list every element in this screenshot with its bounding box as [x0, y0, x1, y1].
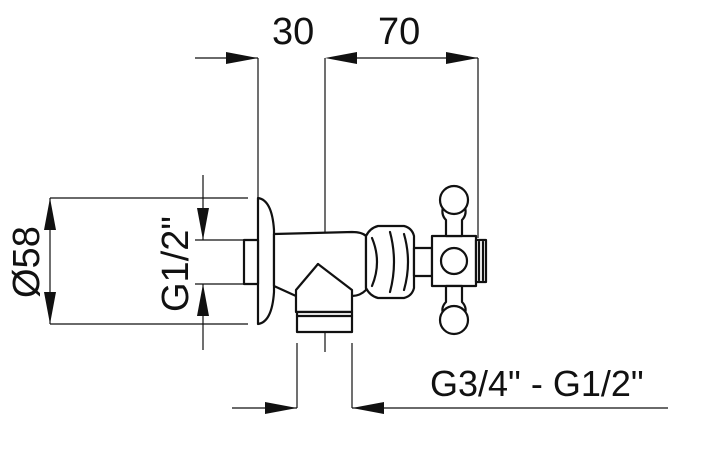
valve-body — [242, 184, 488, 336]
dimension-label-70: 70 — [378, 11, 420, 53]
handle-cap — [474, 238, 488, 284]
dimension-label-30: 30 — [272, 11, 314, 53]
dimension-lines — [44, 52, 668, 414]
outlet-spout — [294, 262, 354, 314]
handle-knob-top — [438, 184, 470, 216]
dimension-label-inlet-thread: G1/2" — [155, 216, 197, 312]
spindle-neck — [412, 246, 434, 278]
dimension-label-outlet-thread: G3/4" - G1/2" — [430, 363, 644, 404]
bonnet-nut — [364, 224, 416, 300]
dimension-label-diameter: Ø58 — [6, 226, 48, 298]
inlet-stub — [242, 238, 260, 286]
handle-knob-bottom — [438, 304, 470, 336]
wall-flange — [256, 196, 276, 326]
handle-hub-disc — [439, 246, 469, 276]
